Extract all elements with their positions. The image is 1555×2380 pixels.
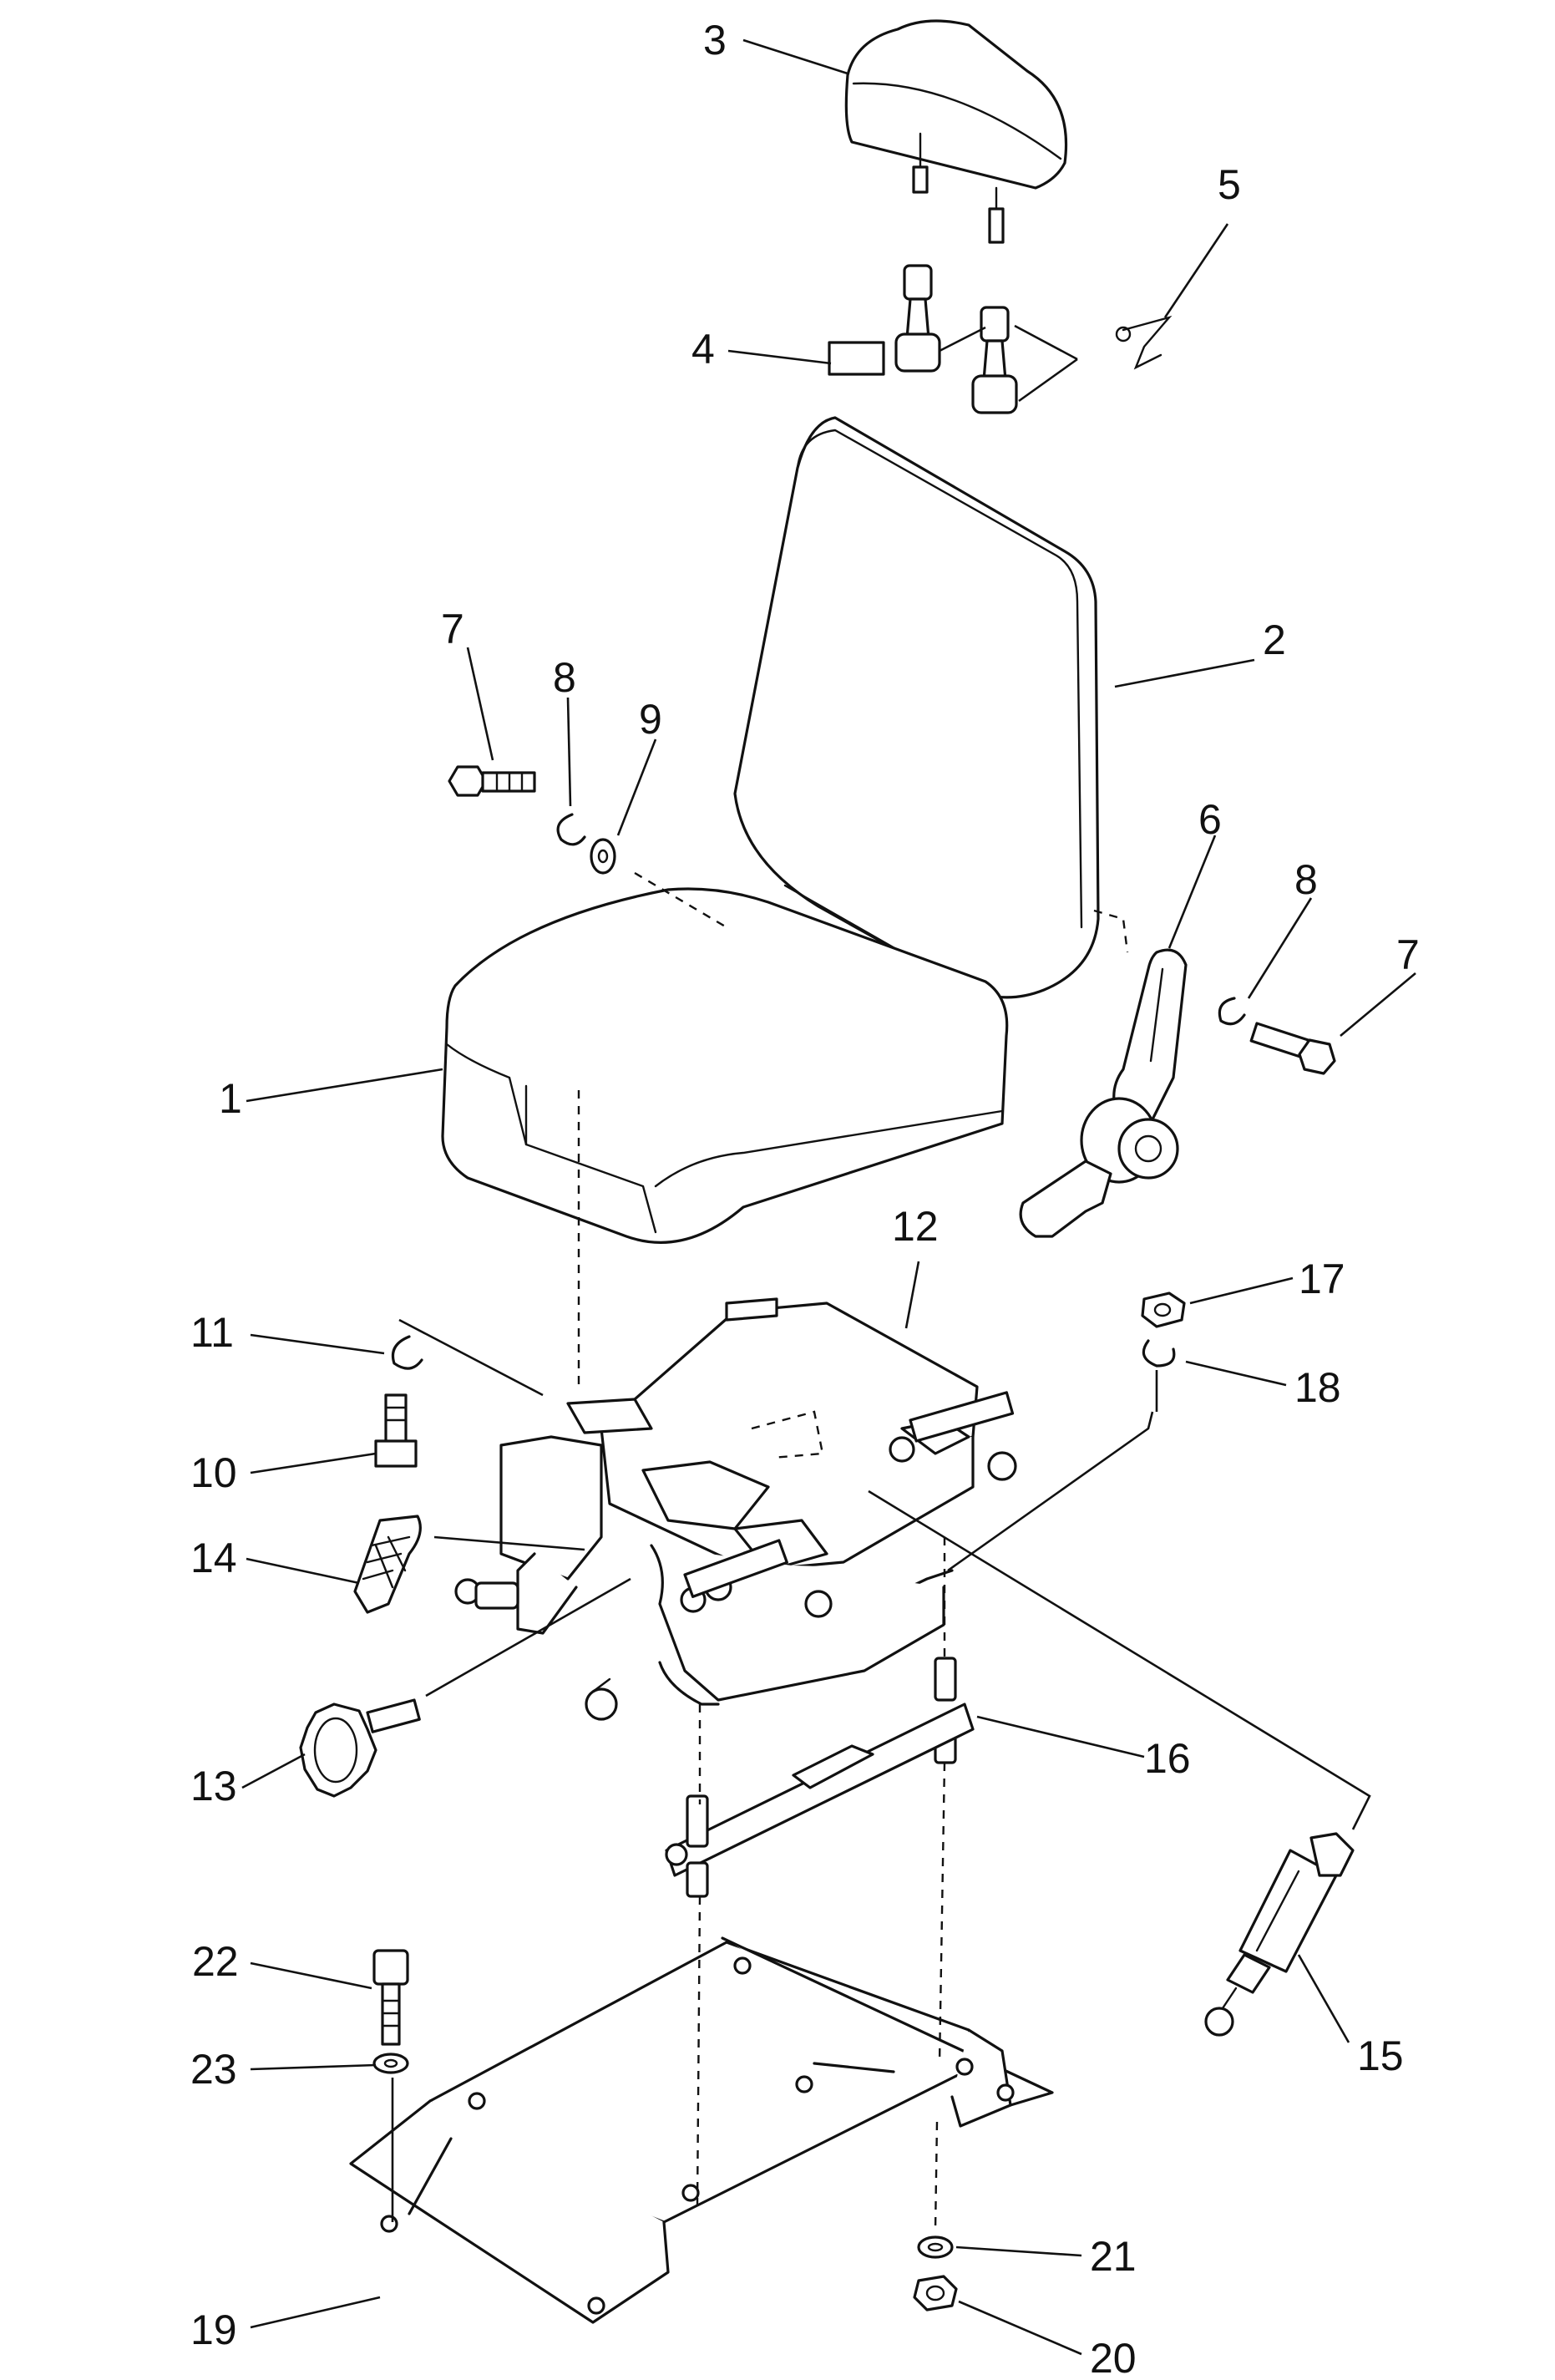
callout-14: 14 bbox=[190, 1535, 237, 1581]
callout-18: 18 bbox=[1294, 1364, 1341, 1411]
shock-mount-line bbox=[868, 1489, 1371, 1830]
callout-4: 4 bbox=[691, 326, 715, 373]
spring-clip bbox=[1115, 315, 1173, 370]
mounting-bolt bbox=[372, 1949, 409, 2046]
callout-7-left: 7 bbox=[441, 606, 464, 652]
e-clip bbox=[391, 1335, 423, 1370]
bolt-axis-left bbox=[634, 871, 727, 929]
bottom-nut bbox=[913, 2275, 958, 2311]
callout-23: 23 bbox=[190, 2046, 237, 2093]
callout-8-left: 8 bbox=[553, 654, 576, 701]
adjustment-knob bbox=[299, 1698, 421, 1798]
nut-right bbox=[1141, 1291, 1186, 1328]
callout-12: 12 bbox=[892, 1203, 939, 1250]
rod-end-line bbox=[947, 1411, 1154, 1572]
spring-washer-left bbox=[556, 813, 586, 846]
callout-20: 20 bbox=[1090, 2335, 1137, 2380]
callout-2: 2 bbox=[1263, 617, 1286, 663]
handle-line bbox=[433, 1535, 585, 1551]
pin-assembly-line bbox=[398, 1318, 544, 1397]
suspension-unit bbox=[454, 1297, 1017, 1721]
headrest bbox=[844, 19, 1068, 244]
shock-absorber bbox=[1204, 1832, 1355, 2037]
flat-washer bbox=[590, 838, 616, 875]
callout-9: 9 bbox=[639, 696, 662, 743]
mounting-washer bbox=[372, 2053, 409, 2074]
rail-bracket bbox=[665, 1657, 975, 1898]
callout-19: 19 bbox=[190, 2306, 237, 2353]
recline-lever bbox=[1019, 948, 1188, 1238]
callout-15: 15 bbox=[1357, 2032, 1404, 2079]
callout-21: 21 bbox=[1090, 2233, 1137, 2280]
assembly-lines bbox=[391, 1090, 1158, 2231]
callout-labels: 3 5 4 2 7 8 9 6 8 7 1 12 17 11 18 10 14 … bbox=[190, 17, 1420, 2380]
callout-10: 10 bbox=[190, 1449, 237, 1496]
bolt-right bbox=[1249, 1022, 1336, 1075]
seat-cushion bbox=[441, 887, 1009, 1244]
knob-axis-line bbox=[425, 1577, 631, 1697]
spring-washer-right bbox=[1218, 997, 1246, 1026]
callout-16: 16 bbox=[1144, 1735, 1191, 1782]
pin bbox=[374, 1393, 418, 1468]
washer-right bbox=[1142, 1339, 1176, 1368]
handle-grip bbox=[353, 1515, 422, 1614]
headrest-guides bbox=[828, 264, 1018, 414]
callout-3: 3 bbox=[703, 17, 727, 63]
callout-11: 11 bbox=[190, 1309, 234, 1356]
callout-1: 1 bbox=[219, 1075, 242, 1122]
callout-leaders bbox=[241, 38, 1416, 2356]
pivot-axis-right bbox=[1093, 909, 1129, 953]
callout-17: 17 bbox=[1299, 1256, 1345, 1302]
callout-13: 13 bbox=[190, 1763, 237, 1809]
callout-8-right: 8 bbox=[1294, 856, 1318, 903]
bolt-left bbox=[448, 765, 536, 797]
callout-5: 5 bbox=[1218, 161, 1241, 208]
bottom-washer bbox=[917, 2235, 954, 2259]
callout-7-right: 7 bbox=[1396, 931, 1420, 978]
base-frame bbox=[349, 1936, 1054, 2324]
callout-6: 6 bbox=[1198, 796, 1222, 843]
callout-22: 22 bbox=[192, 1938, 239, 1985]
